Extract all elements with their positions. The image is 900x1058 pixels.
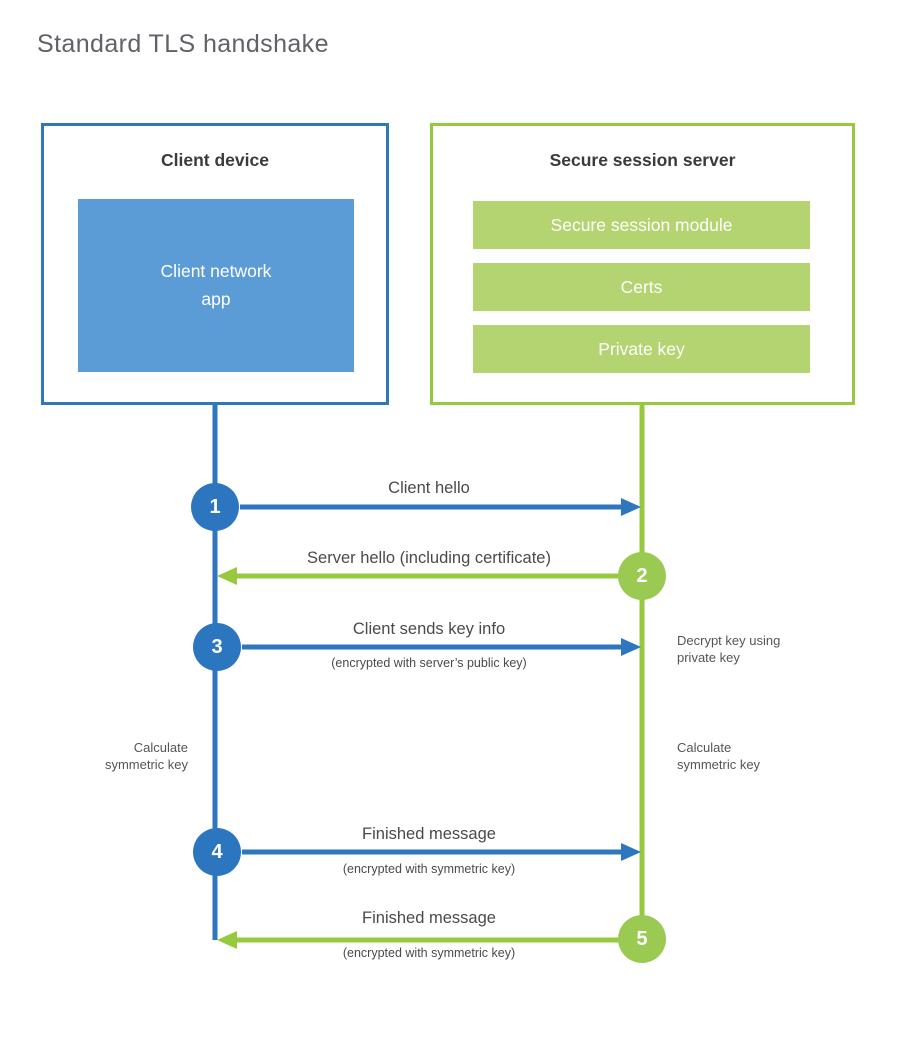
arrowhead-server-hello (217, 567, 237, 585)
note-decrypt-private-key: Decrypt key using private key (677, 633, 781, 666)
step-5-sublabel: (encrypted with symmetric key) (342, 946, 516, 960)
server-module-secure-session: Secure session module (473, 201, 810, 249)
step-2-label: Server hello (including certificate) (307, 549, 551, 567)
step-3-sublabel: (encrypted with server’s public key) (331, 656, 527, 670)
client-device-title: Client device (161, 150, 269, 170)
step-2-badge: 2 (618, 552, 666, 600)
arrowhead-finished-server (217, 931, 237, 949)
page-title: Standard TLS handshake (37, 30, 329, 58)
step-3-badge: 3 (193, 623, 241, 671)
step-3-label: Client sends key info (352, 620, 506, 638)
client-network-app-box: Client network app (78, 199, 354, 372)
step-1-label: Client hello (388, 479, 470, 497)
secure-session-server-title: Secure session server (549, 150, 736, 170)
step-5-badge: 5 (618, 915, 666, 963)
step-5-label: Finished message (362, 909, 496, 927)
step-1-badge: 1 (191, 483, 239, 531)
arrowhead-client-key-info (621, 638, 641, 656)
step-4-label: Finished message (362, 825, 496, 843)
step-4-badge: 4 (193, 828, 241, 876)
arrowhead-finished-client (621, 843, 641, 861)
note-calc-symmetric-server: Calculate symmetric key (677, 740, 761, 773)
arrowhead-client-hello (621, 498, 641, 516)
step-4-sublabel: (encrypted with symmetric key) (342, 862, 516, 876)
client-device-box: Client device Client network app (41, 123, 389, 405)
note-calc-symmetric-client: Calculate symmetric key (104, 740, 188, 773)
server-module-private-key: Private key (473, 325, 810, 373)
server-module-certs: Certs (473, 263, 810, 311)
secure-session-server-box: Secure session server Secure session mod… (430, 123, 855, 405)
